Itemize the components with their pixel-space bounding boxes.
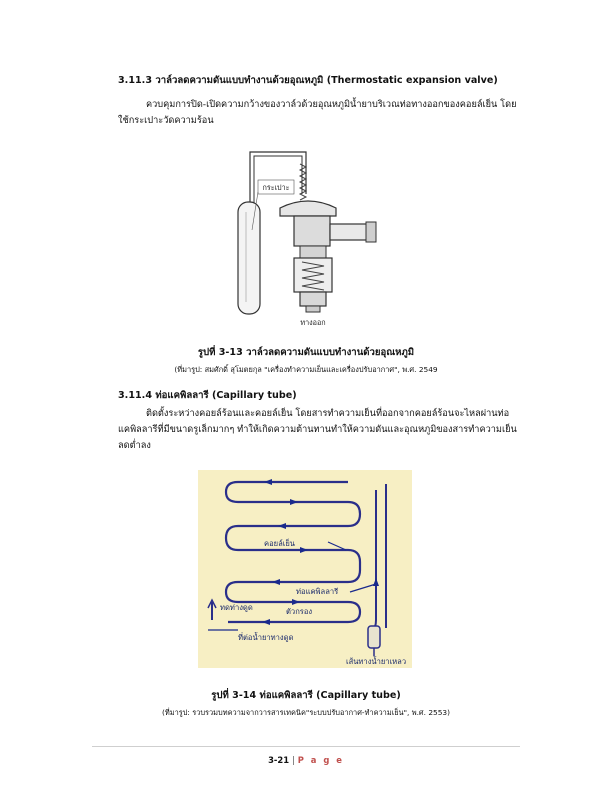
section-heading-3-11-3: 3.11.3 วาล์วลดความดันแบบทำงานด้วยอุณหภูม…	[118, 75, 498, 86]
figure-3-14-source: (ที่มารูป: รวบรวมบทความจากวารสารเทคนิค"ร…	[161, 708, 451, 717]
label-capillary: ท่อแคพิลลารี	[296, 587, 338, 596]
label-bulb: กระเปาะ	[263, 183, 290, 192]
label-evaporator: คอยล์เย็น	[264, 538, 295, 548]
label-filter: ตัวกรอง	[286, 607, 312, 616]
label-suction-line: ที่ต่อน้ำยาทางดูด	[238, 632, 294, 642]
adjusting-spring-housing	[293, 257, 333, 293]
page-word: P a g e	[297, 755, 344, 765]
paragraph-line: ใช้กระเปาะวัดความร้อน	[118, 115, 214, 126]
figure-capillary-tube: คอยล์เย็น ท่อแคพิลลารี ทดท่างดูด ตัวกรอง…	[198, 470, 412, 668]
figure-3-14-caption: รูปที่ 3-14 ท่อแคพิลลารี (Capillary tube…	[211, 690, 401, 701]
paragraph-line: ควบคุมการปิด-เปิดความกว้างของวาล์วด้วยอุ…	[146, 99, 517, 110]
filter-drier	[367, 625, 381, 649]
label-liquid-line: เส้นทางน้ำยาเหลว	[346, 656, 406, 666]
section-heading-3-11-4: 3.11.4 ท่อแคพิลลารี (Capillary tube)	[118, 390, 297, 401]
figure-3-13-source: (ที่มารูป: สมศักดิ์ สุโมตยกุล "เครื่องทำ…	[174, 365, 438, 374]
evaporator-coil	[224, 480, 362, 624]
footer-separator: |	[291, 755, 295, 765]
section-3-11-3-paragraph: ควบคุมการปิด-เปิดความกว้างของวาล์วด้วยอุ…	[118, 97, 528, 129]
figure-3-13-caption: รูปที่ 3-13 วาล์วลดความดันแบบทำงานด้วยอุ…	[197, 347, 415, 358]
label-suction: ทดท่างดูด	[220, 603, 253, 612]
figure-thermostatic-expansion-valve: กระเปาะ ทางออก	[228, 142, 388, 330]
paragraph-line: ลดต่ำลง	[118, 440, 151, 451]
label-outlet: ทางออก	[300, 318, 325, 327]
section-3-11-4-paragraph: ติดตั้งระหว่างคอยล์ร้อนและคอยล์เย็น โดยส…	[118, 406, 528, 454]
page-number: 3-21	[268, 755, 290, 765]
spring-coil	[298, 163, 308, 201]
valve-body	[293, 215, 331, 247]
paragraph-line: ติดตั้งระหว่างคอยล์ร้อนและคอยล์เย็น โดยส…	[146, 408, 510, 419]
outlet-fitting	[299, 291, 327, 307]
sensing-bulb	[237, 201, 261, 315]
paragraph-line: แคพิลลารีที่มีขนาดรูเล็กมากๆ ทำให้เกิดคว…	[118, 424, 517, 435]
diaphragm-head	[279, 200, 337, 217]
footer-divider	[92, 746, 520, 747]
page-footer: 3-21 | P a g e	[92, 755, 520, 765]
